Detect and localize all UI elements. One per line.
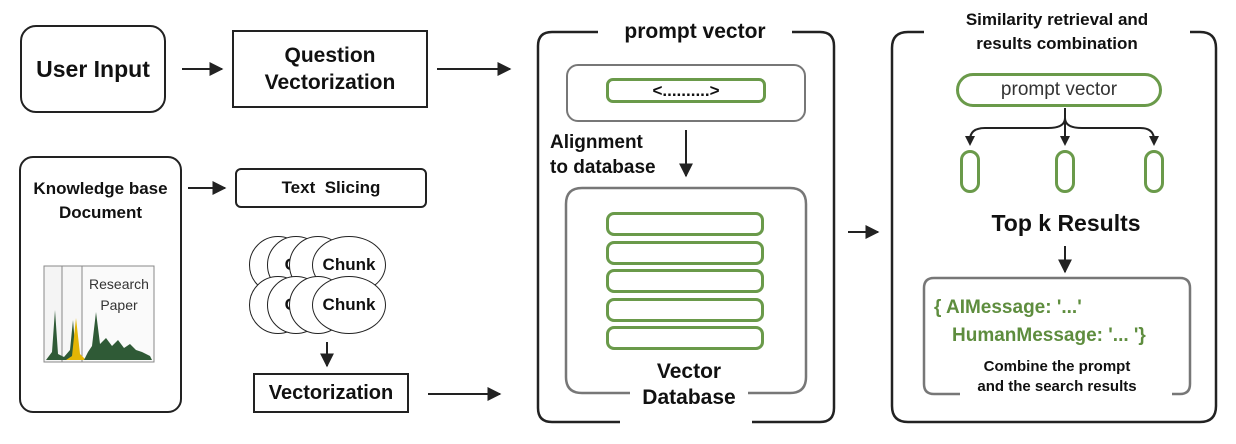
retrieval-panel-title: Similarity retrieval and results combina…	[965, 10, 1149, 53]
combine-caption: Combine the prompt and the search result…	[977, 358, 1137, 395]
vector-panel-border	[536, 30, 836, 424]
ai-message-text: { AIMessage: '...'	[934, 297, 1082, 318]
combine-box-border	[922, 276, 1192, 396]
result-pill	[1055, 150, 1075, 193]
result-pill	[1144, 150, 1164, 193]
alignment-label: Alignment to database	[550, 132, 656, 178]
research-paper-figure	[43, 265, 155, 363]
chart-peak-yellow	[66, 318, 86, 360]
chart-peak-right	[84, 312, 152, 360]
knowledge-base-label: Knowledge base Document	[33, 179, 168, 222]
top-k-label: Top k Results	[991, 210, 1141, 236]
user-input-label: User Input	[36, 55, 150, 82]
retrieval-prompt-vector: prompt vector	[956, 73, 1162, 107]
human-message-text: HumanMessage: '... '}	[952, 325, 1146, 346]
vectorization-label: Vectorization	[268, 381, 394, 404]
research-paper-label: Research Paper	[89, 276, 149, 313]
user-input-box: User Input	[20, 25, 166, 113]
prompt-token-container	[566, 64, 806, 122]
retrieval-panel-border	[890, 30, 1218, 424]
retrieval-prompt-vector-text: prompt vector	[1000, 79, 1118, 100]
database-row	[606, 326, 764, 350]
text-slicing-label: Text Slicing	[281, 178, 381, 197]
database-row	[606, 212, 764, 236]
knowledge-base-box	[19, 156, 182, 413]
question-vectorization-box: Question Vectorization	[232, 30, 428, 108]
chunk-circle: Chunk	[312, 276, 386, 334]
database-box-border	[564, 186, 808, 395]
prompt-token-text: <..........>	[652, 80, 720, 100]
database-label: Vector Database	[642, 360, 736, 409]
question-vectorization-label: Question Vectorization	[264, 44, 396, 94]
result-pill	[960, 150, 980, 193]
prompt-token: <..........>	[606, 78, 766, 103]
database-row	[606, 240, 764, 265]
vector-panel-title: prompt vector	[624, 20, 766, 43]
database-row	[606, 297, 764, 322]
database-row	[606, 269, 764, 293]
text-slicing-box: Text Slicing	[235, 168, 427, 208]
branch-arrows	[969, 108, 1155, 141]
vectorization-box: Vectorization	[253, 373, 409, 413]
